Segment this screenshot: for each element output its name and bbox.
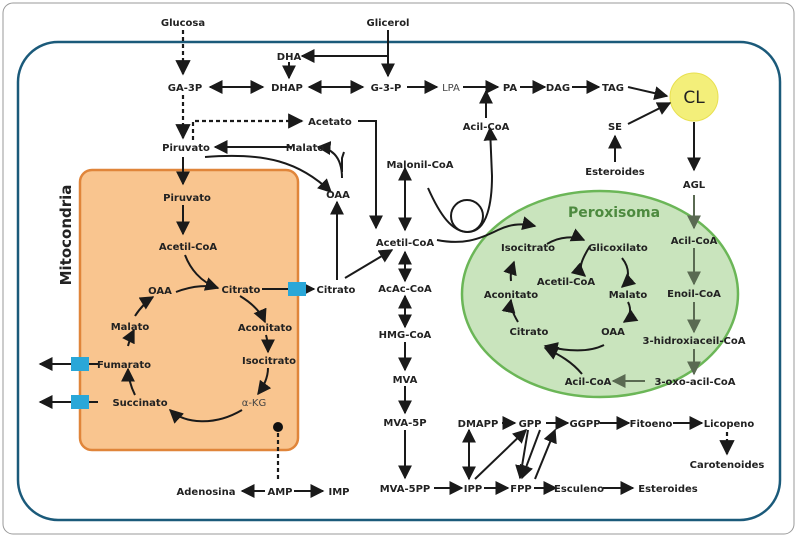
metabolite-imp: IMP: [328, 487, 349, 498]
metabolite-se: SE: [608, 122, 622, 133]
perox-3-oxo-acil-coa: 3-oxo-acil-CoA: [654, 377, 735, 388]
metabolite-dhap: DHAP: [271, 83, 303, 94]
metabolite-acetato: Acetato: [308, 117, 352, 128]
metabolite-mva: MVA: [393, 375, 418, 386]
mitochondria-label: Mitocondria: [57, 185, 75, 286]
mito-acetil-coa: Acetil-CoA: [159, 242, 217, 253]
metabolite-dha: DHA: [277, 52, 302, 63]
mito-aconitato: Aconitato: [238, 323, 292, 334]
mito-citrato: Citrato: [222, 285, 261, 296]
metabolite-fitoeno: Fitoeno: [630, 419, 673, 430]
mitochondria-metabolites: Piruvato Acetil-CoA OAA Citrato Aconitat…: [97, 193, 296, 409]
metabolite-agl: AGL: [683, 180, 706, 191]
mito-isocitrato: Isocitrato: [242, 356, 296, 367]
metabolite-malonil-coa: Malonil-CoA: [386, 160, 453, 171]
peroxisome-metabolites: Isocitrato Glicoxilato Acetil-CoA Malato…: [484, 243, 736, 388]
mito-succinato: Succinato: [112, 398, 167, 409]
peroxisome-label: Peroxisoma: [568, 205, 660, 221]
fumarate-transporter: [71, 357, 89, 371]
perox-oaa: OAA: [601, 327, 625, 338]
metabolite-esteroides-bottom: Esteroides: [638, 484, 698, 495]
pathway-arrows: [38, 30, 735, 498]
metabolite-glucosa: Glucosa: [161, 18, 205, 29]
mito-oaa: OAA: [148, 286, 172, 297]
metabolite-esteroides-top: Esteroides: [585, 167, 645, 178]
metabolite-dag: DAG: [546, 83, 570, 94]
cytosol-metabolites: Glucosa Glicerol DHA GA-3P DHAP G-3-P LP…: [161, 18, 765, 498]
mito-piruvato: Piruvato: [163, 193, 211, 204]
metabolite-licopeno: Licopeno: [704, 419, 755, 430]
metabolite-gpp: GPP: [519, 419, 542, 430]
metabolite-esculeno: Esculeno: [554, 484, 604, 495]
beta-3-hidroxiaceil-coa: 3-hidroxiaceil-CoA: [643, 336, 746, 347]
metabolite-acetil-coa-cytosol: Acetil-CoA: [376, 238, 434, 249]
transporters: [71, 282, 306, 409]
perox-acetil-coa: Acetil-CoA: [537, 277, 595, 288]
metabolite-fpp: FPP: [510, 484, 532, 495]
metabolite-ga3p: GA-3P: [168, 83, 202, 94]
metabolite-citrato-cytosol: Citrato: [317, 285, 356, 296]
perox-malato: Malato: [609, 290, 648, 301]
metabolite-ipp: IPP: [464, 484, 482, 495]
beta-oxidation-metabolites: Acil-CoA Enoil-CoA 3-hidroxiaceil-CoA: [643, 236, 746, 347]
lipid-droplet-label: CL: [683, 88, 705, 108]
perox-citrato: Citrato: [510, 327, 549, 338]
metabolite-g3p: G-3-P: [371, 83, 402, 94]
perox-glicoxilato: Glicoxilato: [588, 243, 648, 254]
metabolite-pa: PA: [503, 83, 517, 94]
metabolite-dmapp: DMAPP: [458, 419, 499, 430]
beta-enoil-coa: Enoil-CoA: [667, 289, 721, 300]
metabolite-lpa: LPA: [442, 83, 460, 94]
metabolite-mva-5pp: MVA-5PP: [380, 484, 431, 495]
mito-fumarato: Fumarato: [97, 360, 151, 371]
perox-acil-coa: Acil-CoA: [565, 377, 612, 388]
metabolite-amp: AMP: [267, 487, 292, 498]
metabolite-carotenoides: Carotenoides: [690, 460, 765, 471]
metabolite-ggpp: GGPP: [569, 419, 600, 430]
mito-malato: Malato: [111, 322, 150, 333]
metabolite-malato-cytosol: Malato: [286, 143, 325, 154]
peroxisome-compartment: [460, 189, 740, 399]
metabolite-tag: TAG: [602, 83, 624, 94]
metabolite-piruvato-cytosol: Piruvato: [162, 143, 210, 154]
metabolite-acil-coa-top: Acil-CoA: [463, 122, 510, 133]
perox-aconitato: Aconitato: [484, 290, 538, 301]
metabolite-acac-coa: AcAc-CoA: [378, 284, 432, 295]
citrate-transporter: [288, 282, 306, 296]
metabolite-mva-5p: MVA-5P: [383, 418, 426, 429]
metabolite-adenosina: Adenosina: [177, 487, 236, 498]
lipid-droplet: [669, 72, 719, 122]
mito-alpha-kg: α-KG: [242, 398, 267, 409]
beta-acil-coa: Acil-CoA: [671, 236, 718, 247]
metabolite-glicerol: Glicerol: [366, 18, 409, 29]
succinate-transporter: [71, 395, 89, 409]
metabolite-hmg-coa: HMG-CoA: [379, 330, 432, 341]
metabolite-oaa-cytosol: OAA: [326, 190, 350, 201]
perox-isocitrato: Isocitrato: [501, 243, 555, 254]
